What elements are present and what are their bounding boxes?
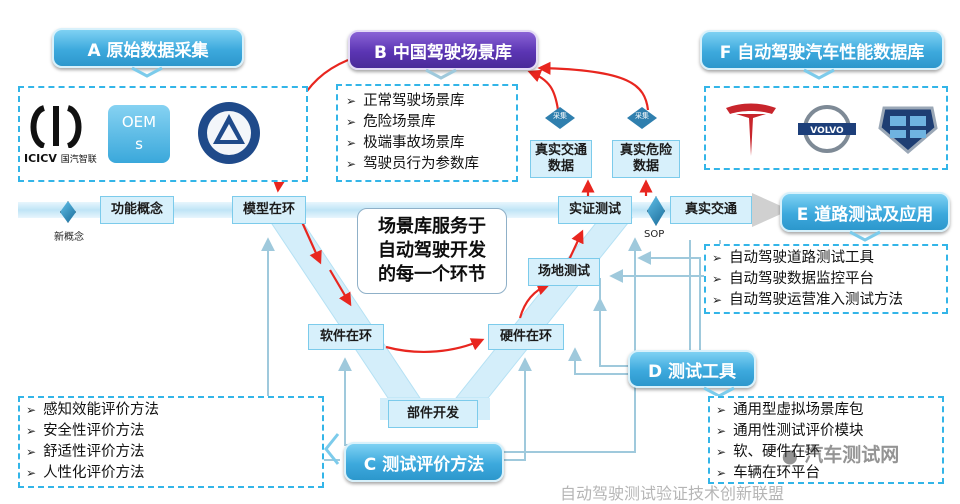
list-item: 软、硬件在环: [716, 442, 864, 463]
chevron-down-icon: [849, 230, 881, 242]
list-item: 极端事故场景库: [346, 133, 479, 154]
line-e-to-field: [637, 251, 701, 350]
validation-test-node: 实证测试: [558, 196, 632, 224]
software-in-loop-node: 软件在环: [308, 324, 384, 350]
section-d-header: D 测试工具: [628, 350, 756, 388]
section-f-header: F 自动驾驶汽车性能数据库: [700, 30, 944, 70]
list-item: 自动驾驶数据监控平台: [712, 269, 903, 290]
collect-tag-danger: 采集: [627, 107, 657, 129]
list-item: 通用性测试评价模块: [716, 421, 864, 442]
list-item: 感知效能评价方法: [26, 400, 159, 421]
icicv-logo-text: ICICV: [24, 152, 57, 165]
line-c-to-validation: [500, 237, 642, 453]
icicv-emblem-icon: [30, 105, 82, 149]
section-c-header: C 测试评价方法: [344, 442, 504, 482]
model-in-loop-node: 模型在环: [232, 196, 306, 224]
component-development-node: 部件开发: [388, 400, 478, 428]
chevron-left-icon: [324, 433, 340, 465]
icicv-logo: ICICV 国汽智联: [24, 104, 97, 174]
arrow-sw-to-hw: [385, 338, 485, 353]
watermark: ⬤ 汽车测试网: [782, 444, 900, 466]
tesla-logo-icon: [726, 103, 776, 156]
arrow-danger-to-b: [537, 61, 650, 111]
section-c-list: 感知效能评价方法 安全性评价方法 舒适性评价方法 人性化评价方法: [26, 400, 159, 484]
icicv-logo-subtext: 国汽智联: [60, 155, 97, 165]
chevron-down-icon: [803, 68, 835, 80]
caeri-logo-icon: [198, 102, 260, 164]
line-c-to-hw: [500, 357, 532, 461]
list-item: 安全性评价方法: [26, 421, 159, 442]
list-item: 自动驾驶道路测试工具: [712, 248, 903, 269]
arrow-model-down-1: [300, 221, 322, 265]
collect-tag-traffic: 采集: [545, 107, 575, 129]
hardware-in-loop-node: 硬件在环: [488, 324, 564, 350]
list-item: 车辆在环平台: [716, 463, 864, 484]
list-item: 驾驶员行为参数库: [346, 154, 479, 175]
arrow-traffic-to-b: [527, 69, 560, 111]
timeline-arrowhead: [752, 193, 790, 227]
section-d-list: 通用型虚拟场景库包 通用性测试评价模块 软、硬件在环 车辆在环平台: [716, 400, 864, 484]
line-d-to-hw: [568, 347, 628, 375]
geely-logo-icon: [878, 106, 938, 154]
sop-marker-icon: [647, 196, 665, 226]
section-e-list: 自动驾驶道路测试工具 自动驾驶数据监控平台 自动驾驶运营准入测试方法: [712, 248, 903, 311]
arrow-model-down-2: [329, 269, 352, 307]
volvo-logo-icon: VOLVO: [798, 105, 856, 153]
section-a-header: A 原始数据采集: [52, 28, 244, 68]
bottom-caption: 自动驾驶测试验证技术创新联盟: [560, 484, 785, 503]
arrow-field-to-validation: [567, 229, 584, 263]
list-item: 通用型虚拟场景库包: [716, 400, 864, 421]
chevron-down-icon: [425, 68, 457, 80]
section-b-header: B 中国驾驶场景库: [348, 30, 538, 70]
new-concept-label: 新概念: [54, 232, 84, 243]
wechat-icon: ⬤: [782, 449, 798, 465]
line-d-to-field: [593, 297, 628, 367]
field-test-node: 场地测试: [528, 258, 600, 286]
sop-label: SOP: [644, 229, 665, 240]
list-item: 舒适性评价方法: [26, 442, 159, 463]
list-item: 危险场景库: [346, 112, 479, 133]
section-b-list: 正常驾驶场景库 危险场景库 极端事故场景库 驾驶员行为参数库: [346, 91, 479, 175]
new-concept-marker-icon: [60, 201, 76, 223]
list-item: 自动驾驶运营准入测试方法: [712, 290, 903, 311]
line-c-to-sw: [338, 357, 362, 446]
functional-concept-node: 功能概念: [100, 196, 174, 224]
center-message: 场景库服务于 自动驾驶开发 的每一个环节: [357, 208, 507, 294]
list-item: 人性化评价方法: [26, 463, 159, 484]
section-e-header: E 道路测试及应用: [780, 192, 950, 232]
real-traffic-node: 真实交通: [670, 196, 752, 224]
real-danger-data-node: 真实危险 数据: [612, 140, 680, 178]
svg-text:VOLVO: VOLVO: [810, 126, 844, 136]
chevron-down-icon: [131, 66, 163, 78]
real-traffic-data-node: 真实交通 数据: [530, 140, 592, 178]
list-item: 正常驾驶场景库: [346, 91, 479, 112]
arrow-hw-to-field: [518, 282, 551, 319]
oems-logo: OEM s: [108, 105, 170, 163]
